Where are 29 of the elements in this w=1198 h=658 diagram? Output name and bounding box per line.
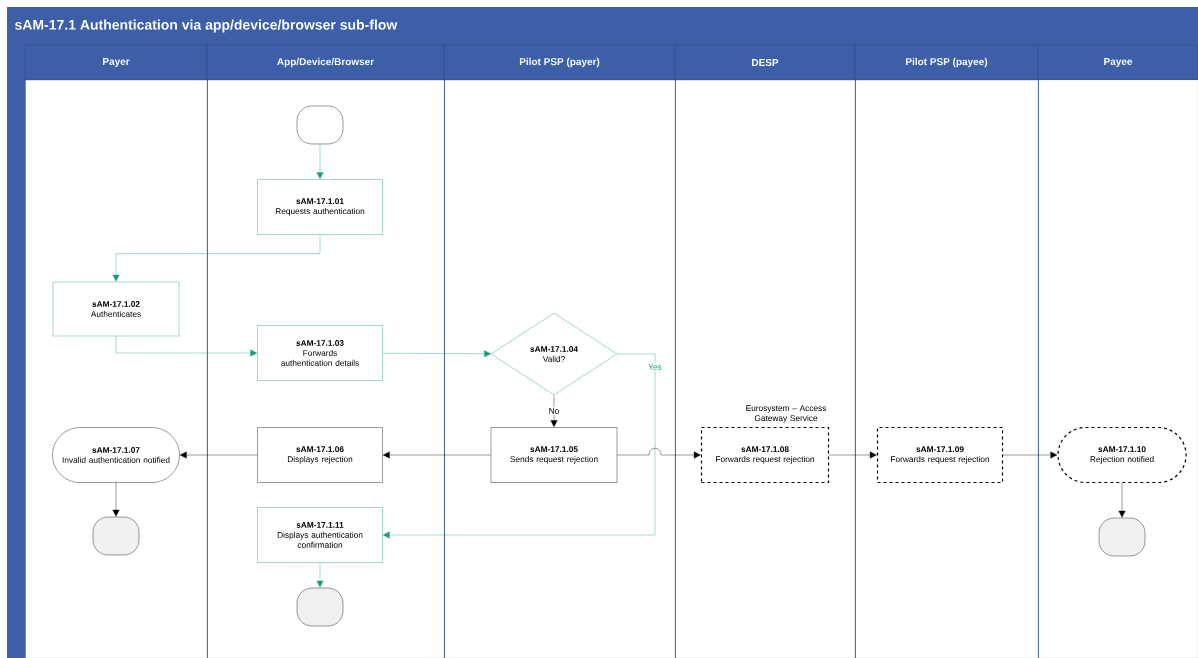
arrow [1002,451,1058,459]
arrow [179,451,258,459]
arrow [828,451,877,459]
process-box: sAM-17.1.05 Sends request rejection [490,427,618,483]
start-terminal [296,105,344,145]
process-box: sAM-17.1.11 Displays authentication confirmation [257,507,383,563]
end-terminal [1098,517,1146,557]
arrow [316,144,324,180]
arrow [382,350,491,358]
process-box: sAM-17.1.08 Forwards request rejection [700,426,830,484]
arrow [316,562,324,588]
edge-label: Yes [647,363,663,371]
end-terminal [296,587,344,627]
process-box: sAM-17.1.06 Displays rejection [257,427,383,483]
end-terminal [92,516,140,556]
arrow [1118,482,1126,518]
arrow [617,448,701,459]
arrow [382,353,656,539]
process-box: sAM-17.1.09 Forwards request rejection [876,426,1004,484]
arrow [115,336,258,357]
arrow [112,234,321,282]
process-box: sAM-17.1.03 Forwards authentication details [257,325,383,381]
process-box: sAM-17.1.01 Requests authentication [257,179,383,235]
arrow [550,395,558,428]
note-text: Eurosystem – Access Gateway Service [746,405,827,423]
arrow [112,482,120,517]
arrow [382,451,491,459]
edge-label: No [547,407,561,415]
process-box: sAM-17.1.02 Authenticates [52,281,180,337]
